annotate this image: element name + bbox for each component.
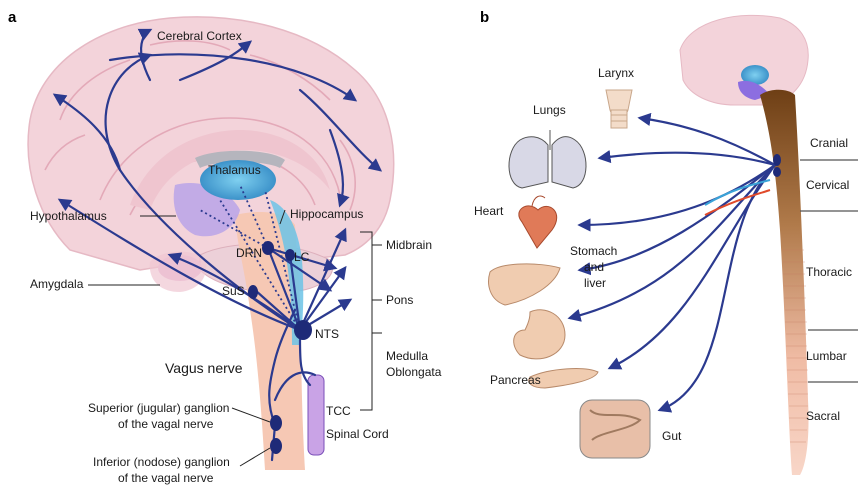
label-tcc: TCC — [326, 404, 351, 418]
panel-b-node-upper — [773, 154, 781, 166]
label-stomach-2: and — [584, 260, 604, 274]
label-inferior-ganglion-2: of the vagal nerve — [118, 471, 214, 485]
panel-b-node-lower — [773, 167, 781, 177]
inferior-ganglion-node — [270, 438, 282, 454]
label-larynx: Larynx — [598, 66, 634, 80]
label-lc: LC — [294, 250, 310, 264]
label-nts: NTS — [315, 327, 339, 341]
label-superior-ganglion-1: Superior (jugular) ganglion — [88, 401, 229, 415]
drn-nucleus — [262, 241, 274, 255]
label-thalamus: Thalamus — [208, 163, 261, 177]
label-hypothalamus: Hypothalamus — [30, 209, 107, 223]
label-spinal-cord: Spinal Cord — [326, 427, 389, 441]
nts-nucleus — [294, 320, 312, 340]
label-heart: Heart — [474, 204, 504, 218]
label-hippocampus: Hippocampus — [290, 207, 363, 221]
label-medulla-2: Oblongata — [386, 365, 442, 379]
liver-icon — [489, 264, 560, 305]
label-cranial: Cranial — [810, 136, 848, 150]
label-cervical: Cervical — [806, 178, 849, 192]
label-vagus-nerve: Vagus nerve — [165, 360, 243, 376]
panel-a-label: a — [8, 9, 17, 26]
lungs-icon — [509, 130, 586, 188]
label-medulla-1: Medulla — [386, 349, 428, 363]
stomach-icon — [514, 310, 565, 359]
label-gut: Gut — [662, 429, 682, 443]
larynx-icon — [606, 90, 632, 128]
superior-ganglion-node — [270, 415, 282, 431]
label-stomach-1: Stomach — [570, 244, 617, 258]
label-lungs: Lungs — [533, 103, 566, 117]
label-pancreas: Pancreas — [490, 373, 541, 387]
label-sacral: Sacral — [806, 409, 840, 423]
label-amygdala: Amygdala — [30, 277, 84, 291]
heart-icon — [519, 196, 557, 248]
label-stomach-3: liver — [584, 276, 606, 290]
spinal-cord-shape — [308, 375, 324, 455]
label-inferior-ganglion-1: Inferior (nodose) ganglion — [93, 455, 230, 469]
label-thoracic: Thoracic — [806, 265, 852, 279]
label-superior-ganglion-2: of the vagal nerve — [118, 417, 214, 431]
spinal-column — [760, 90, 809, 475]
panel-b-label: b — [480, 9, 489, 26]
sus-nucleus — [248, 285, 258, 299]
label-lumbar: Lumbar — [806, 349, 847, 363]
label-drn: DRN — [236, 246, 262, 260]
label-cerebral-cortex: Cerebral Cortex — [157, 29, 242, 43]
label-midbrain: Midbrain — [386, 238, 432, 252]
label-sus: SuS — [222, 284, 245, 298]
label-pons: Pons — [386, 293, 413, 307]
gut-icon — [580, 400, 650, 458]
